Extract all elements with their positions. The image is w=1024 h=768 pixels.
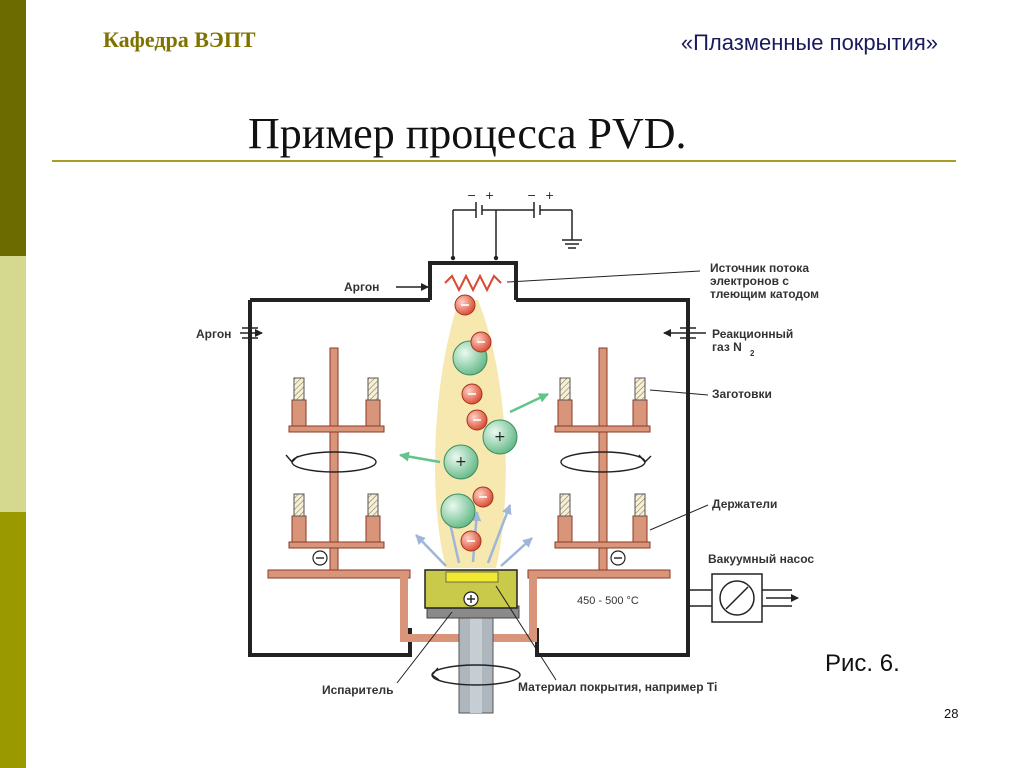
- label-holders: Держатели: [712, 497, 777, 511]
- polarity-signs: − + − +: [467, 189, 554, 202]
- ion-signs: + +: [455, 429, 506, 470]
- label-reactive-gas-line2: газ N: [712, 340, 742, 354]
- coating-material: [445, 571, 499, 583]
- evaporator-rotation-arrow: [431, 667, 440, 681]
- label-reactive-gas-subscript: 2: [750, 349, 755, 358]
- reactive-gas-inlet: [663, 327, 706, 339]
- page-number: 28: [944, 706, 959, 721]
- battery-positive-sign: +: [485, 189, 494, 202]
- label-vacuum-pump: Вакуумный насос: [708, 552, 814, 566]
- vacuum-pump: [688, 573, 799, 623]
- electron-signs: [461, 304, 487, 542]
- side-bar-mid: [0, 512, 26, 768]
- ion-flow-arrows: [399, 392, 549, 464]
- department-name: Кафедра ВЭПТ: [103, 27, 256, 52]
- base-plate-right: [527, 569, 671, 579]
- right-rotation-arrow: [560, 451, 652, 473]
- argon-inlet-left: [240, 327, 263, 339]
- ion-positive-sign: +: [494, 429, 506, 445]
- label-electron-source-line3: тлеющим катодом: [710, 287, 819, 301]
- left-workpiece-holder: [288, 347, 385, 571]
- power-supply-circuit: [452, 202, 582, 258]
- figure-caption: Рис. 6.: [825, 650, 900, 677]
- label-evaporator: Испаритель: [322, 683, 393, 697]
- label-argon-left: Аргон: [196, 327, 231, 341]
- electron-source-housing: [428, 261, 518, 300]
- slide-title: Пример процесса PVD.: [248, 109, 687, 158]
- right-workpiece-holder: [554, 347, 651, 571]
- terminal-dot: [493, 255, 499, 261]
- label-temperature: 450 - 500 °C: [577, 595, 639, 607]
- battery-negative-sign: −: [527, 189, 536, 202]
- battery-positive-sign: +: [545, 189, 554, 202]
- label-argon-top: Аргон: [344, 280, 379, 294]
- side-bar-dark: [0, 0, 26, 256]
- label-electron-source-line1: Источник потока: [710, 261, 809, 275]
- left-rotation-arrow: [285, 451, 377, 473]
- label-reactive-gas-line1: Реакционный: [712, 327, 793, 341]
- ion-positive-sign: +: [455, 454, 467, 470]
- terminal-dot: [450, 255, 456, 261]
- leader-lines: [396, 270, 709, 684]
- positive-ions: [440, 340, 518, 529]
- base-plate-left: [267, 569, 411, 579]
- label-electron-source-line2: электронов с: [710, 274, 789, 288]
- filament-cathode: [444, 273, 502, 293]
- electrons: [454, 294, 494, 552]
- label-workpieces: Заготовки: [712, 387, 772, 401]
- course-name: «Плазменные покрытия»: [680, 30, 938, 55]
- battery-negative-sign: −: [467, 189, 476, 202]
- left-workpieces: [293, 377, 379, 517]
- side-bar-light: [0, 256, 26, 512]
- label-coating-material: Материал покрытия, например Ti: [518, 680, 717, 694]
- right-workpieces: [559, 377, 646, 517]
- title-divider: [52, 160, 956, 162]
